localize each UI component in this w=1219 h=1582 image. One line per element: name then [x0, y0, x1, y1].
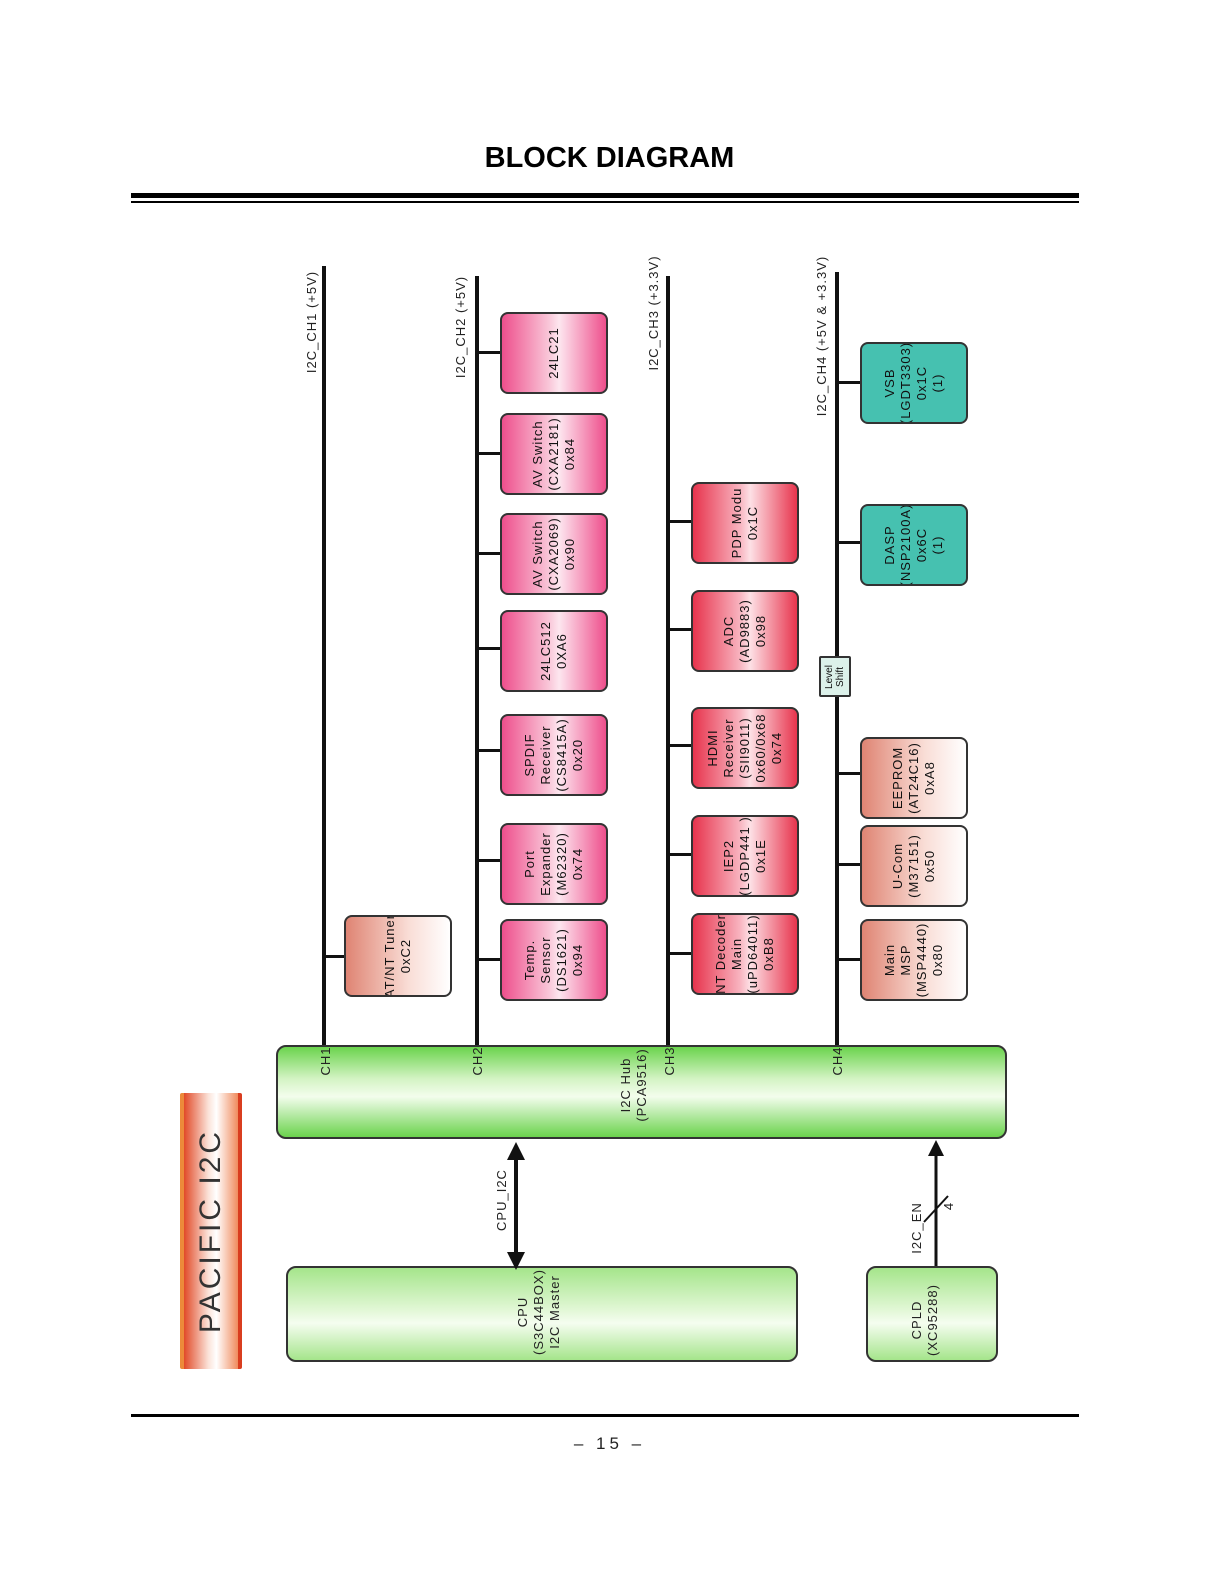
connector	[666, 520, 691, 523]
connector	[475, 958, 500, 961]
connector	[835, 863, 860, 866]
cpld-label: CPLD(XC95288)	[909, 1284, 940, 1356]
bus-label-ch1: I2C_CH1 (+5V)	[304, 270, 319, 374]
cpu-i2c-double-arrow	[507, 1142, 525, 1270]
device-label: ADC(AD9883)0x98	[721, 599, 768, 663]
connector	[322, 955, 344, 958]
bottom-rule	[131, 1414, 1079, 1417]
pacific-i2c-label: PACIFIC I2C	[180, 1093, 242, 1369]
cpld-box[interactable]	[866, 1266, 998, 1362]
i2c-en-bus-width: 4	[941, 1201, 956, 1211]
bus-label-ch4: I2C_CH4 (+5V & +3.3V)	[814, 255, 829, 417]
connector	[666, 628, 691, 631]
device-label: IEP2(LGDP441 )0x1E	[721, 816, 768, 896]
device-box-dasp[interactable]: DASP(NSP2100A)0x6C(1)	[860, 504, 968, 586]
device-label: 24LC21	[546, 327, 561, 379]
connector	[475, 452, 500, 455]
device-label: EEPROM(AT24C16)0xA8	[890, 742, 937, 814]
connector	[835, 772, 860, 775]
connector	[835, 381, 860, 384]
device-box-24lc21[interactable]: 24LC21	[500, 312, 608, 394]
device-label: DASP(NSP2100A)0x6C(1)	[882, 504, 945, 586]
device-label: AV Switch(CXA2181)0x84	[530, 417, 577, 491]
cpu-label: CPU(S3C44BOX)I2C Master	[515, 1269, 562, 1355]
bus-line-ch1	[322, 266, 326, 1046]
bus-line-ch3	[666, 276, 670, 1046]
device-box-temp-sensor[interactable]: Temp.Sensor(DS1621)0x94	[500, 919, 608, 1001]
device-box-av-switch-cxa2069[interactable]: AV Switch(CXA2069)0x90	[500, 513, 608, 595]
connector	[835, 958, 860, 961]
device-label: AV Switch(CXA2069)0x90	[530, 517, 577, 591]
hub-port-ch1: CH1	[318, 1046, 333, 1076]
top-rule-thick	[131, 193, 1079, 198]
device-box-vsb[interactable]: VSB(LGDT3303)0x1C(1)	[860, 342, 968, 424]
device-box-u-com[interactable]: U-Com(M37151)0x50	[860, 825, 968, 907]
connector	[666, 952, 691, 955]
hub-port-ch3: CH3	[662, 1046, 677, 1076]
connector	[475, 749, 500, 752]
i2c-en-label: I2C_EN	[909, 1202, 924, 1254]
connector	[666, 744, 691, 747]
cpu-i2c-label: CPU_I2C	[494, 1169, 509, 1231]
connector	[475, 552, 500, 555]
i2c-hub-box[interactable]	[276, 1045, 1007, 1139]
pacific-i2c-text: PACIFIC I2C	[194, 1128, 227, 1334]
device-box-eeprom[interactable]: EEPROM(AT24C16)0xA8	[860, 737, 968, 819]
bus-label-ch3: I2C_CH3 (+3.3V)	[646, 255, 661, 371]
hub-port-ch2: CH2	[470, 1046, 485, 1076]
connector	[475, 859, 500, 862]
page-number: – 15 –	[573, 1434, 646, 1453]
connector	[475, 647, 500, 650]
device-box-iep2[interactable]: IEP2(LGDP441 )0x1E	[691, 815, 799, 897]
connector	[666, 853, 691, 856]
connector	[475, 351, 500, 354]
top-rule-thin	[131, 201, 1079, 203]
device-label: Temp.Sensor(DS1621)0x94	[522, 928, 585, 992]
page-title: BLOCK DIAGRAM	[484, 142, 735, 174]
i2c-en-arrow	[923, 1140, 949, 1266]
i2c-hub-label: I2C Hub(PCA9516)	[618, 1048, 649, 1122]
device-label: U-Com(M37151)0x50	[890, 834, 937, 898]
cpu-box[interactable]	[286, 1266, 798, 1362]
connector	[835, 541, 860, 544]
device-box-adc[interactable]: ADC(AD9883)0x98	[691, 590, 799, 672]
device-box-av-switch-cxa2181[interactable]: AV Switch(CXA2181)0x84	[500, 413, 608, 495]
hub-port-ch4: CH4	[830, 1046, 845, 1076]
bus-label-ch2: I2C_CH2 (+5V)	[453, 275, 468, 379]
device-label: VSB(LGDT3303)0x1C(1)	[882, 342, 945, 424]
bus-line-ch2	[475, 276, 479, 1046]
